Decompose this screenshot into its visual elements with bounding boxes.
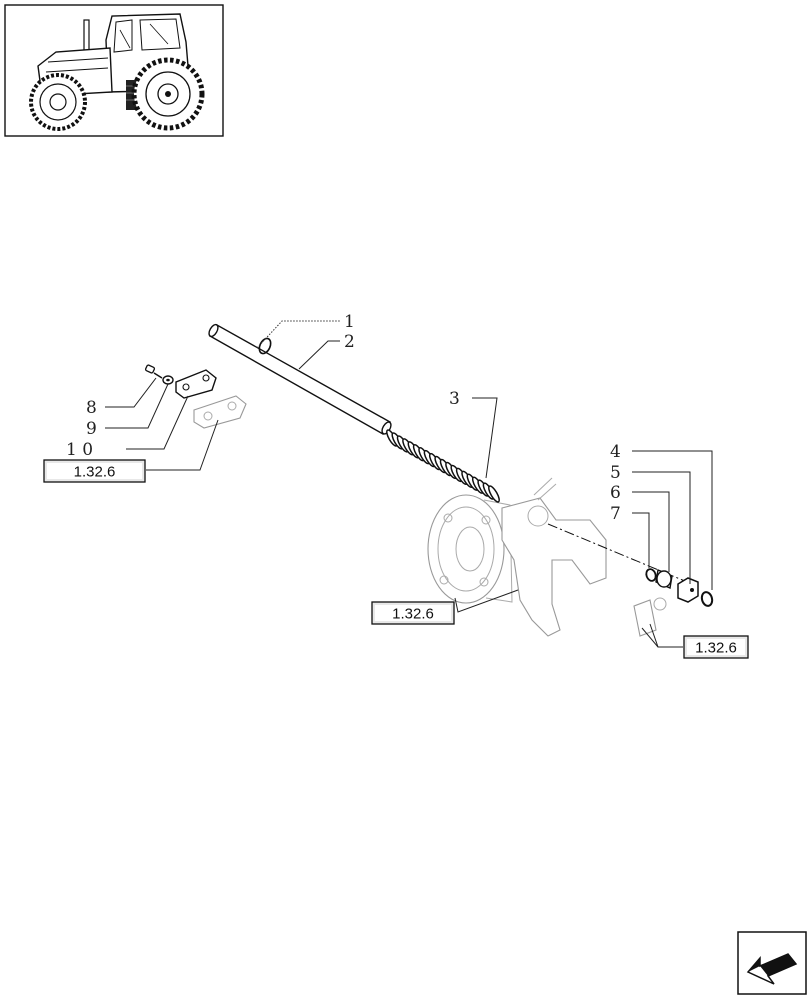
coil-spring xyxy=(386,429,500,503)
bearing-cap xyxy=(677,577,699,603)
callout-1: 1 xyxy=(344,312,355,332)
callout-2: 2 xyxy=(344,332,355,352)
reference-label: 1.32.6 xyxy=(74,464,116,481)
reference-box-center[interactable]: 1.32.6 xyxy=(371,601,455,625)
callout-3: 3 xyxy=(449,389,460,409)
shift-rod xyxy=(208,323,392,435)
bracket-outline xyxy=(193,395,247,429)
reference-label: 1.32.6 xyxy=(392,606,434,623)
seal-ring xyxy=(700,591,714,607)
callout-8: 8 xyxy=(86,398,97,418)
o-ring-1 xyxy=(258,337,272,355)
reference-box-right[interactable]: 1.32.6 xyxy=(683,635,749,659)
callout-10: 1 0 xyxy=(66,440,93,460)
callout-7: 7 xyxy=(610,504,621,524)
circlip xyxy=(645,568,657,582)
callout-4: 4 xyxy=(610,442,621,462)
reference-box-left[interactable]: 1.32.6 xyxy=(43,459,146,483)
callout-9: 9 xyxy=(86,419,97,439)
tractor-thumbnail-icon xyxy=(4,4,224,137)
next-page-arrow-icon[interactable] xyxy=(737,931,807,995)
washer xyxy=(162,375,174,385)
callout-5: 5 xyxy=(610,463,621,483)
bushing xyxy=(655,569,673,589)
spring-coil xyxy=(488,485,500,503)
transmission-housing-outline xyxy=(427,477,667,637)
callout-6: 6 xyxy=(610,483,621,503)
retaining-plate xyxy=(175,369,217,399)
reference-label: 1.32.6 xyxy=(695,640,737,657)
bolt xyxy=(144,364,163,379)
